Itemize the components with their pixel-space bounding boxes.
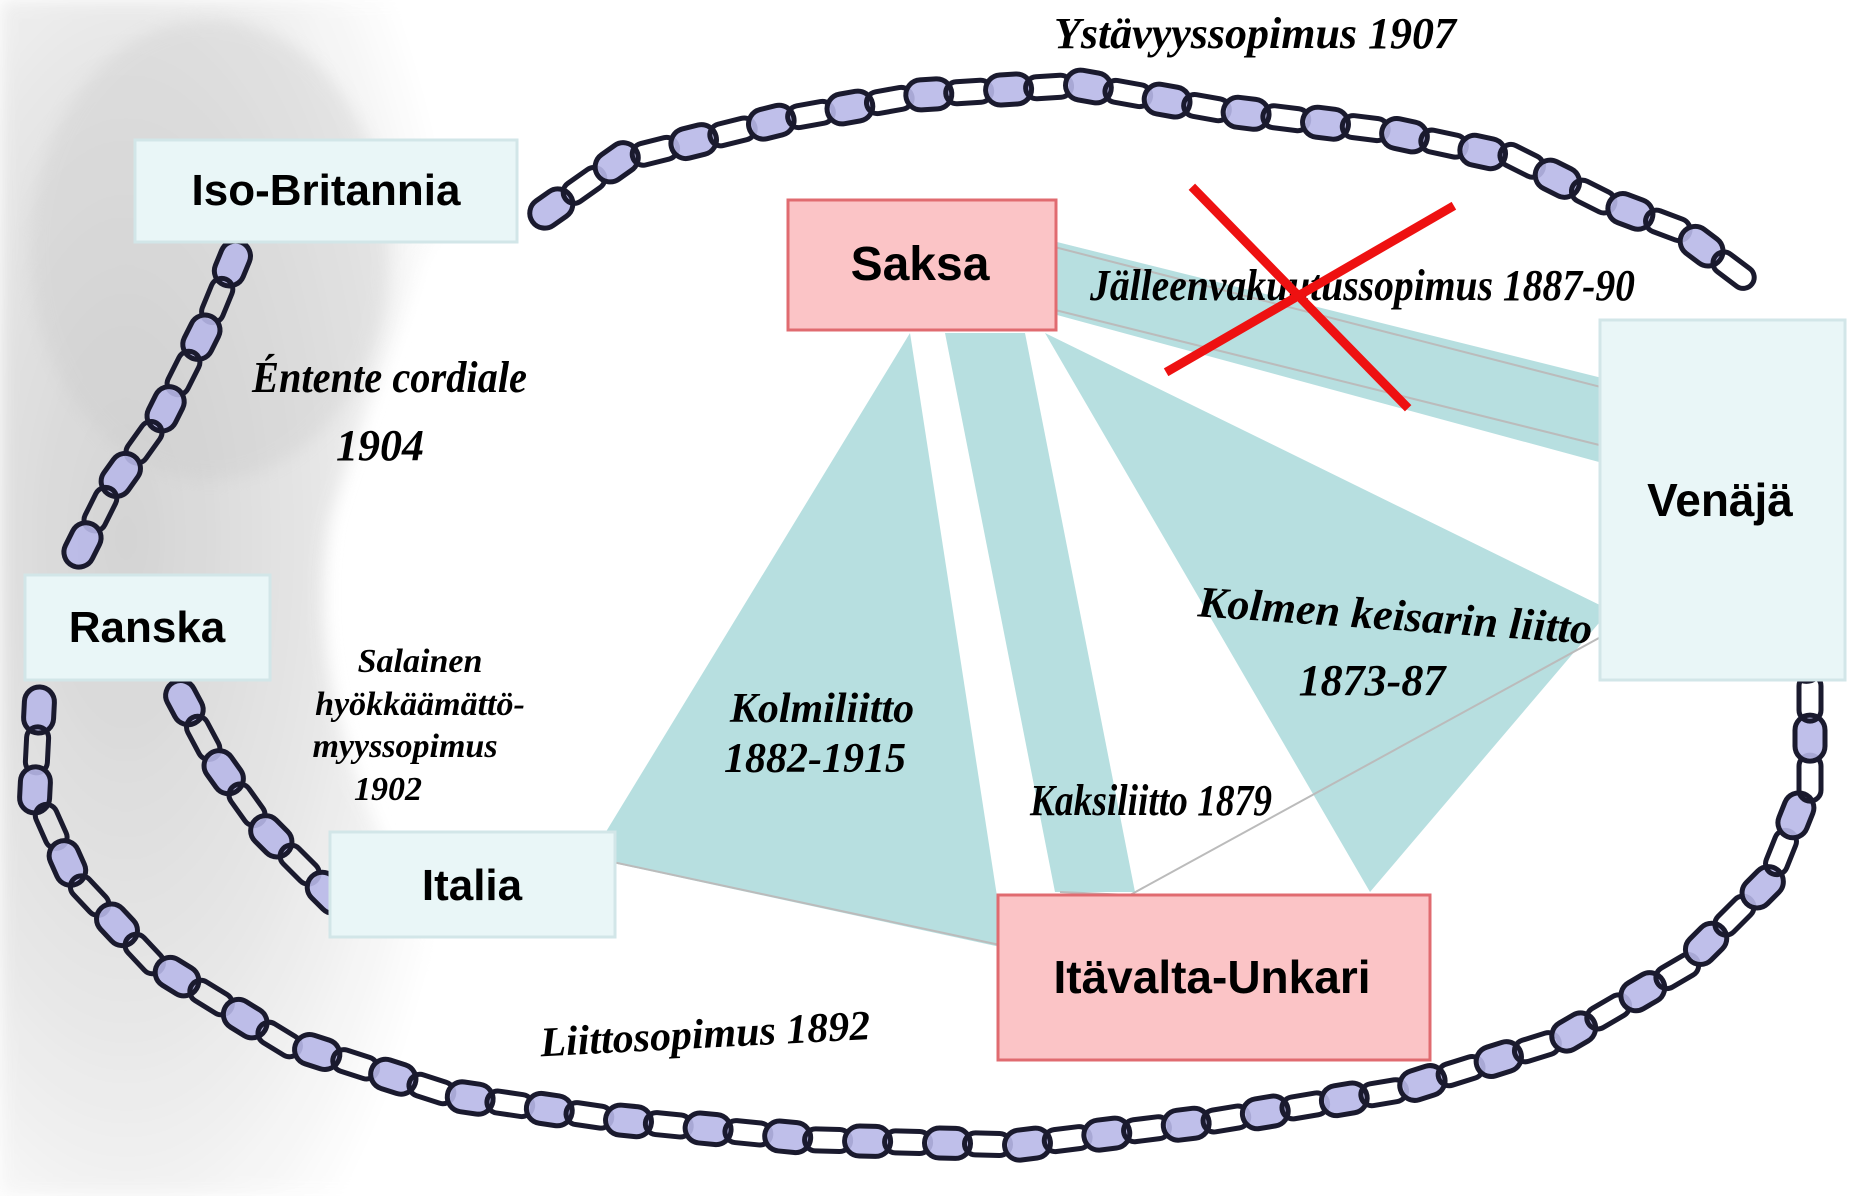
chain-link [1710,249,1757,291]
chain-uk-russia [527,67,1757,291]
treaty-label-hyokkaamatto: hyökkäämättö- [315,686,525,723]
chain-link [180,312,223,362]
chain-link [444,1079,496,1117]
chain-france-russia [17,632,1828,1163]
node-label-iso-britannia: Iso-Britannia [192,166,461,215]
chain-link [527,186,576,231]
chain-link [1457,132,1509,172]
chain-link [523,1090,575,1129]
treaty-label-kolmiliitto-years: 1882-1915 [724,736,906,782]
chain-link [746,102,797,142]
treaty-label-entente-year: 1904 [336,421,424,470]
node-label-itavalta-unkari: Itävalta-Unkari [1053,951,1370,1003]
chain-link [220,996,270,1041]
chain-link [1160,1105,1212,1143]
chain-link [98,450,143,499]
chain-link [1618,970,1668,1014]
chain-link [1792,712,1828,764]
chain-link [1532,157,1583,200]
chain-link [368,1056,419,1097]
chain-link [603,1102,654,1140]
treaty-label-secret-year: 1902 [354,771,422,808]
chain-link [983,71,1035,108]
chain-link [1379,116,1430,155]
treaty-label-ystavyyssopimus: Ystävyyssopimus 1907 [1054,9,1458,58]
node-label-saksa: Saksa [851,238,990,291]
treaty-label-kaksiliitto: Kaksiliitto 1879 [1029,776,1272,825]
treaty-label-liittosopimus: Liittosopimus 1892 [538,1003,871,1066]
node-label-venaja: Venäjä [1647,474,1793,526]
node-venaja: Venäjä [1598,318,1847,682]
chain-link [1220,94,1272,132]
chain-link [682,1110,734,1148]
treaty-label-kolmen-keisarin-years: 1873-87 [1299,656,1448,705]
chain-link [1775,790,1817,841]
treaty-label-kolmiliitto: Kolmiliitto [729,686,914,732]
chain-link [152,954,202,999]
chain-link [201,748,246,797]
chain-uk-france [61,238,253,570]
band-reinsurance [1057,242,1610,465]
node-label-ranska: Ranska [69,603,226,652]
chain-link [163,678,206,728]
cancelled-cross-icon [1163,183,1457,412]
chain-link [1002,1125,1053,1163]
chain-france-italy [163,678,352,917]
alliance-bands [579,223,1712,948]
chain-link [1063,67,1114,106]
chain-link [61,520,104,570]
treaty-label-jalleenvakuutussopimus: Jälleenvakuutussopimus 1887-90 [1089,261,1635,310]
chain-link [1739,864,1786,911]
chain-link [922,1125,973,1161]
node-label-italia: Italia [422,861,523,910]
chain-link [842,1123,894,1159]
node-ranska: Ranska [23,573,272,682]
chain-link [1318,1080,1370,1119]
band-dual-alliance [945,333,1135,892]
chain-link [1141,81,1193,120]
chain-link [668,122,719,162]
node-saksa: Saksa [786,198,1058,332]
chain-link [144,384,187,434]
treaty-label-entente-cordiale: Éntente cordiale [251,353,527,402]
chain-links [17,67,1828,1163]
chain-link [1397,1063,1448,1103]
chain-link [1473,1039,1524,1079]
treaty-label-salainen: Salainen [358,643,483,680]
chain-link [1300,104,1351,142]
node-iso-britannia: Iso-Britannia [133,138,519,244]
chain-link [46,838,89,888]
band-triple-alliance [590,333,1005,948]
band-three-emperors [1045,333,1610,892]
node-italia: Italia [328,830,617,939]
chain-link [1081,1115,1133,1153]
chain-link [762,1118,814,1156]
node-itavalta-unkari: Itävalta-Unkari [996,893,1432,1062]
chain-link [21,684,57,736]
chain-link [1605,191,1656,232]
chain-link [292,1032,343,1072]
chain-link [1549,1010,1599,1054]
treaty-label-myyssopimus: myyssopimus [312,728,497,765]
chain-link [1239,1093,1291,1132]
chain-link [1677,223,1726,269]
chain-link [903,76,955,113]
chain-link [824,88,876,127]
